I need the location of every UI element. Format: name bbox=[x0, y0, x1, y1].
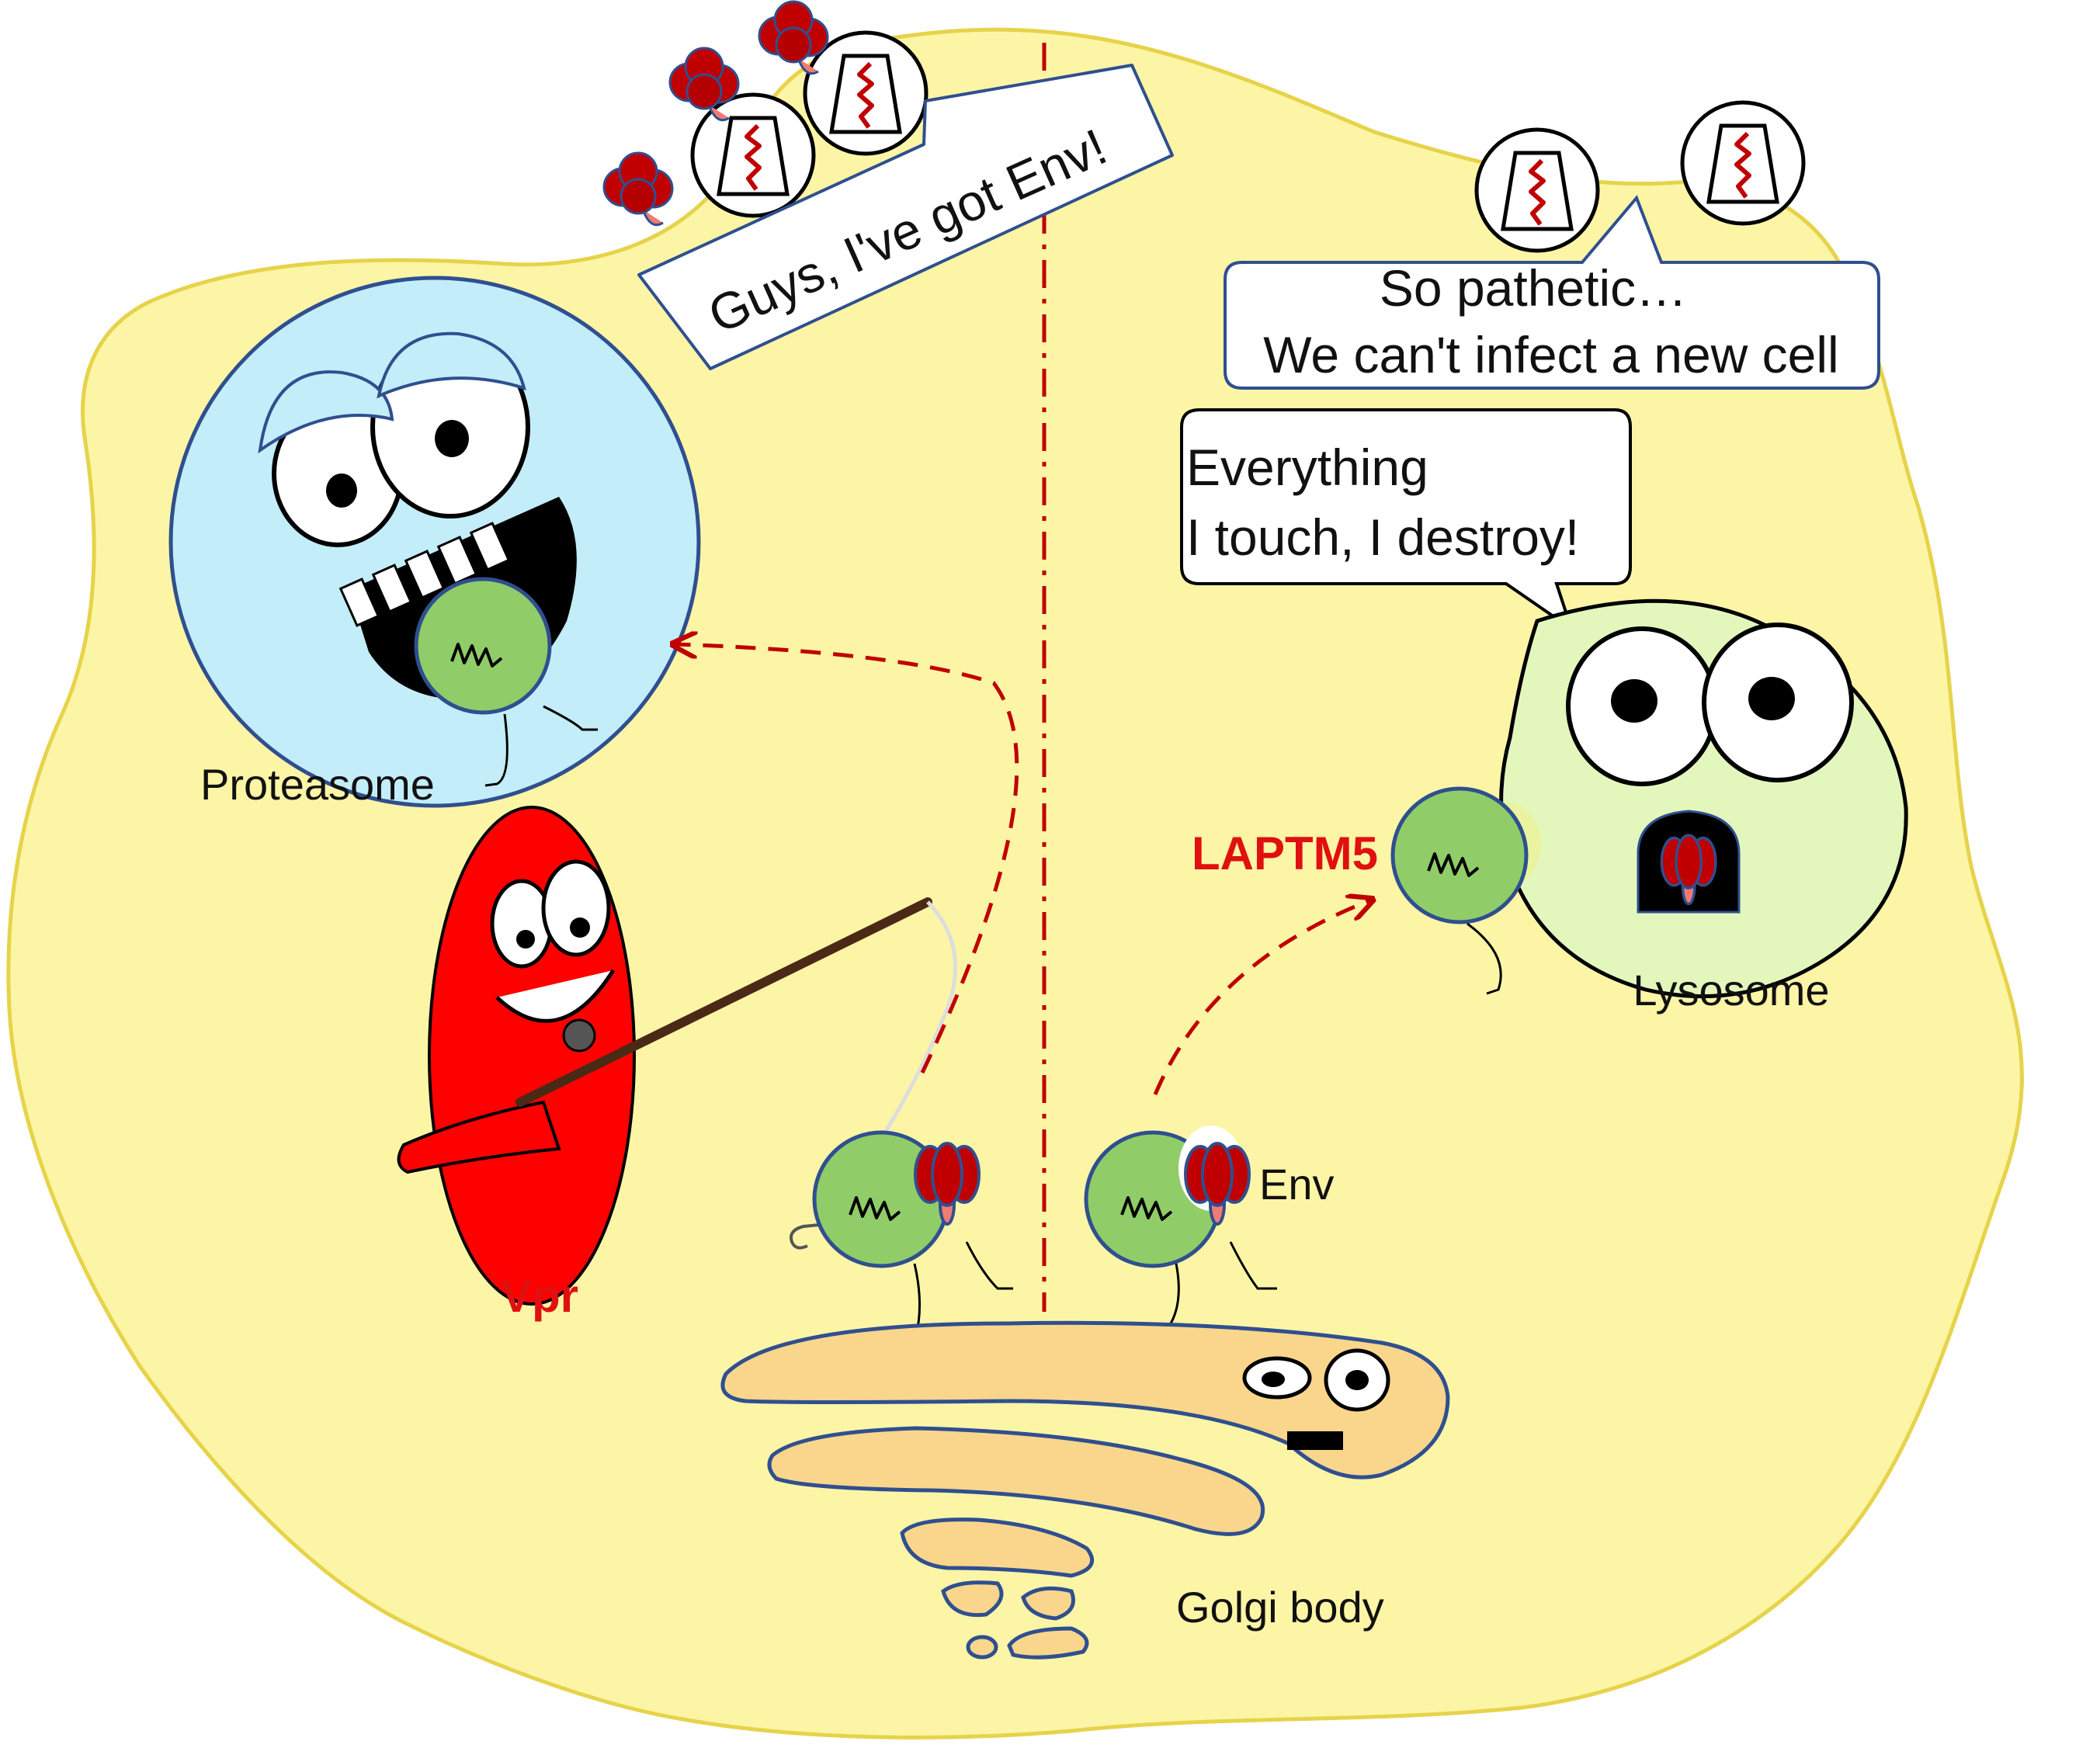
label-vpr: Vpr bbox=[501, 1270, 578, 1322]
bubble-lysosome-line2: I touch, I destroy! bbox=[1186, 508, 1579, 566]
label-env: Env bbox=[1259, 1160, 1335, 1209]
vpr: Vpr bbox=[397, 806, 958, 1322]
proteasome: Proteasome bbox=[168, 276, 701, 809]
bubble-pathetic-line1: So pathetic… bbox=[1380, 259, 1687, 317]
bubble-pathetic: So pathetic… We can't infect a new cell bbox=[1224, 195, 1880, 390]
vesicle-env: Env bbox=[1086, 1125, 1335, 1330]
golgi-body: Golgi body bbox=[720, 1320, 1450, 1660]
label-laptm5: LAPTM5 bbox=[1192, 827, 1378, 879]
label-proteasome: Proteasome bbox=[200, 760, 435, 809]
label-lysosome: Lysosome bbox=[1633, 966, 1829, 1015]
bubble-lysosome-line1: Everything bbox=[1186, 439, 1428, 496]
label-golgi: Golgi body bbox=[1176, 1583, 1384, 1632]
arrow-to-lysosome bbox=[1153, 900, 1370, 1095]
lysosome: Lysosome bbox=[1393, 598, 1908, 1015]
bubble-lysosome: Everything I touch, I destroy! bbox=[1180, 408, 1632, 633]
bubble-pathetic-line2: We can't infect a new cell bbox=[1263, 326, 1838, 383]
fishing-rod bbox=[515, 897, 932, 1107]
arrow-to-proteasome bbox=[675, 644, 1019, 1074]
